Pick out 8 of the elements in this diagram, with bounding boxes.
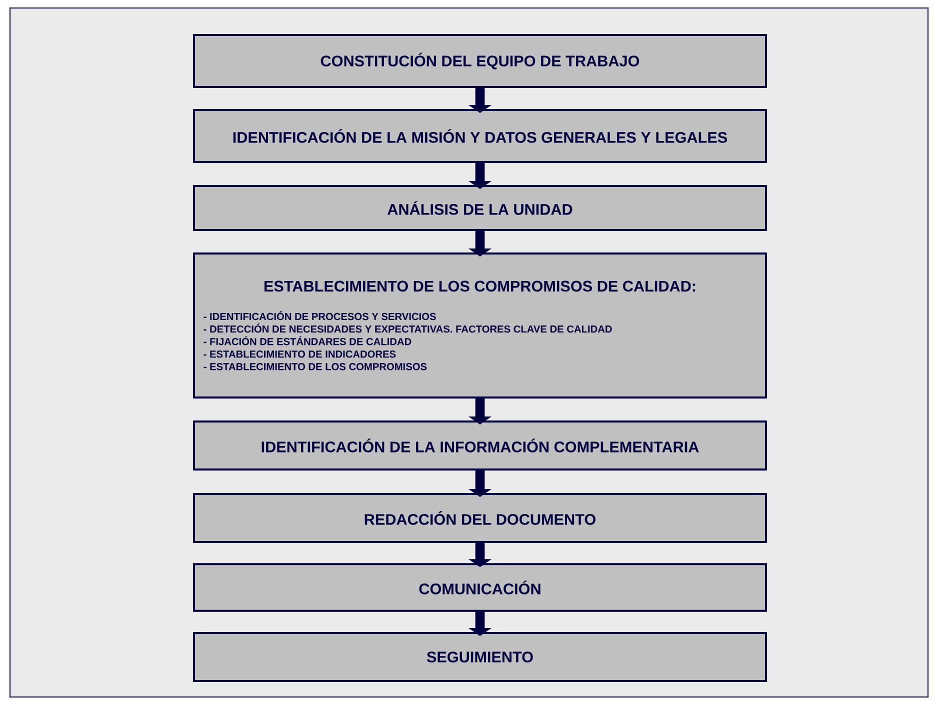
- process-box: IDENTIFICACIÓN DE LA MISIÓN Y DATOS GENERALES Y LEGALES: [193, 109, 767, 163]
- process-box: IDENTIFICACIÓN DE LA INFORMACIÓN COMPLEMENTARIA: [193, 420, 767, 470]
- process-box: COMUNICACIÓN: [193, 563, 767, 612]
- process-box: REDACCIÓN DEL DOCUMENTO: [193, 493, 767, 543]
- process-box: ESTABLECIMIENTO DE LOS COMPROMISOS DE CALIDAD: - IDENTIFICACIÓN DE PROCESOS Y SERVICIOS - DETECCIÓN DE NECESIDADES Y EXPECTATIVAS. FACTORES CLAVE DE CALIDAD - FIJACIÓN DE ESTÁNDARES DE CALIDAD - ESTABLECIMIENTO DE INDICADORES - ESTABLECIMIENTO DE LOS COMPROMISOS: [193, 252, 767, 398]
- process-box: ANÁLISIS DE LA UNIDAD: [193, 185, 767, 231]
- process-box: CONSTITUCIÓN DEL EQUIPO DE TRABAJO: [193, 34, 767, 88]
- process-box: SEGUIMIENTO: [193, 632, 767, 682]
